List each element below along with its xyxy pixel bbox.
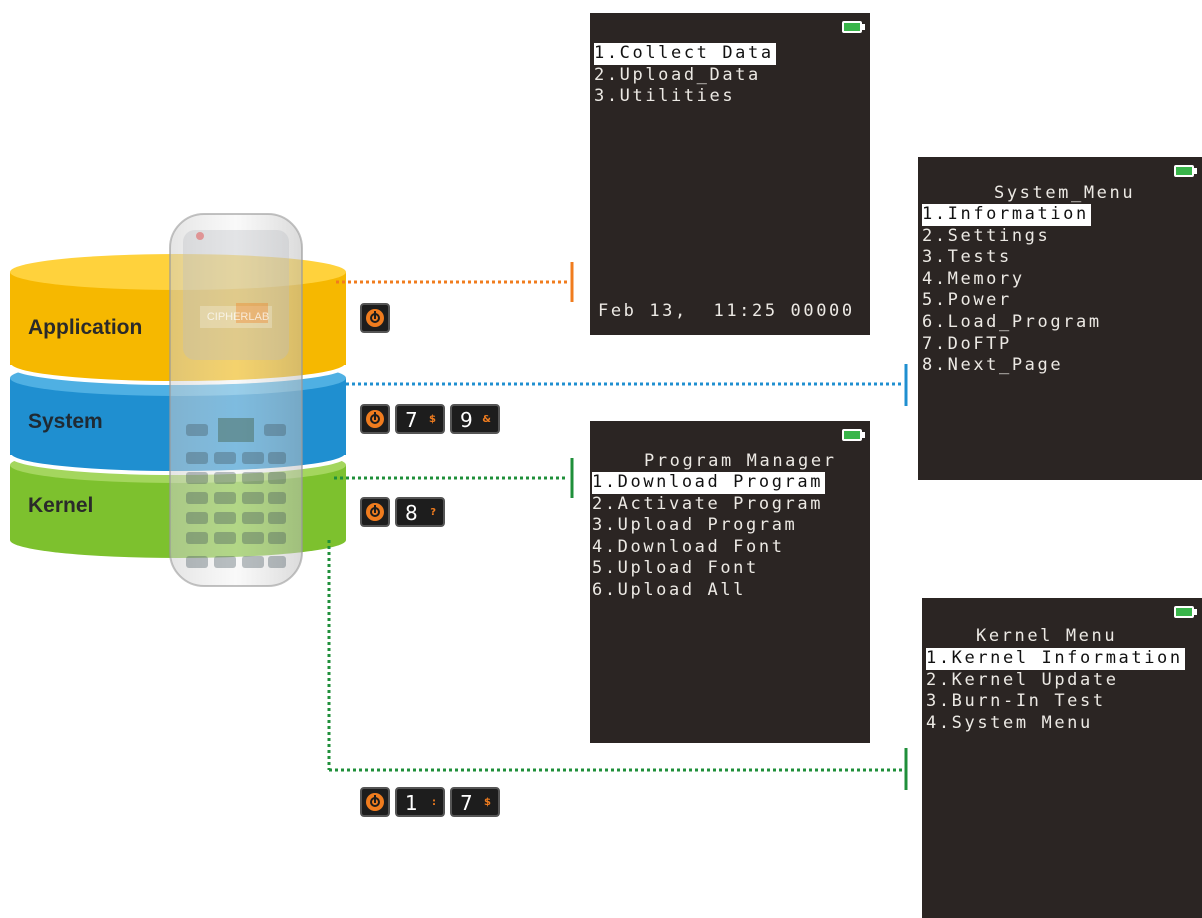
power-key <box>360 497 390 527</box>
date-time-status: Feb 13, 11:25 00000 <box>598 301 855 321</box>
menu-item-download-program[interactable]: 1.Download Program <box>592 472 826 494</box>
program-manager-screen: Program Manager 1.Download Program 2.Act… <box>590 421 870 743</box>
key-7: 7$ <box>450 787 500 817</box>
menu-item-memory[interactable]: 4.Memory <box>922 268 1025 289</box>
program-key-sequence: 8? <box>360 497 445 527</box>
menu-item-settings[interactable]: 2.Settings <box>922 225 1051 246</box>
menu-item-kernel-update[interactable]: 2.Kernel Update <box>926 669 1119 690</box>
menu-item-utilities[interactable]: 3.Utilities <box>594 86 736 107</box>
menu-item-burn-in-test[interactable]: 3.Burn-In Test <box>926 691 1106 712</box>
battery-icon <box>842 429 865 441</box>
key-8: 8? <box>395 497 445 527</box>
menu-item-upload-program[interactable]: 3.Upload Program <box>592 515 798 536</box>
menu-item-kernel-information[interactable]: 1.Kernel Information <box>926 648 1185 670</box>
key-1: 1: <box>395 787 445 817</box>
app-key-sequence <box>360 303 390 333</box>
menu-item-tests[interactable]: 3.Tests <box>922 247 1012 268</box>
menu-item-collect-data[interactable]: 1.Collect Data <box>594 43 776 65</box>
system-key-sequence: 7$ 9& <box>360 404 500 434</box>
menu-item-download-font[interactable]: 4.Download Font <box>592 536 785 557</box>
kernel-menu-title: Kernel Menu <box>976 626 1118 646</box>
menu-item-load-program[interactable]: 6.Load_Program <box>922 311 1102 332</box>
menu-item-system-menu[interactable]: 4.System Menu <box>926 712 1093 733</box>
kernel-menu-screen: Kernel Menu 1.Kernel Information 2.Kerne… <box>922 598 1202 918</box>
device-brand-label: CIPHERLAB <box>207 311 269 323</box>
menu-item-power[interactable]: 5.Power <box>922 290 1012 311</box>
power-key <box>360 787 390 817</box>
system-connector <box>346 364 908 406</box>
system-menu-screen: System_Menu 1.Information 2.Settings 3.T… <box>918 157 1202 480</box>
menu-item-next-page[interactable]: 8.Next_Page <box>922 355 1064 376</box>
power-icon <box>366 309 384 327</box>
program-manager-title: Program Manager <box>644 451 837 471</box>
battery-icon <box>1174 606 1197 618</box>
app-menu-screen: 1.Collect Data 2.Upload_Data 3.Utilities… <box>590 13 870 335</box>
application-label: Application <box>28 316 142 339</box>
menu-item-upload-data[interactable]: 2.Upload_Data <box>594 64 761 85</box>
kernel-label: Kernel <box>28 494 93 517</box>
power-icon <box>366 503 384 521</box>
system-label: System <box>28 410 103 433</box>
menu-item-activate-program[interactable]: 2.Activate Program <box>592 493 824 514</box>
kernel-menu-connector <box>327 540 908 790</box>
menu-item-upload-font[interactable]: 5.Upload Font <box>592 558 759 579</box>
menu-item-doftp[interactable]: 7.DoFTP <box>922 333 1012 354</box>
kernel-key-sequence: 1: 7$ <box>360 787 500 817</box>
battery-icon <box>1174 165 1197 177</box>
power-key <box>360 303 390 333</box>
menu-item-upload-all[interactable]: 6.Upload All <box>592 579 747 600</box>
menu-item-information[interactable]: 1.Information <box>922 204 1091 226</box>
battery-icon <box>842 21 865 33</box>
key-9: 9& <box>450 404 500 434</box>
system-menu-title: System_Menu <box>994 183 1136 203</box>
program-manager-connector <box>334 458 574 498</box>
power-icon <box>366 793 384 811</box>
power-key <box>360 404 390 434</box>
handheld-device-image: CIPHERLAB <box>169 213 303 587</box>
application-connector <box>336 262 574 302</box>
key-7: 7$ <box>395 404 445 434</box>
power-icon <box>366 410 384 428</box>
